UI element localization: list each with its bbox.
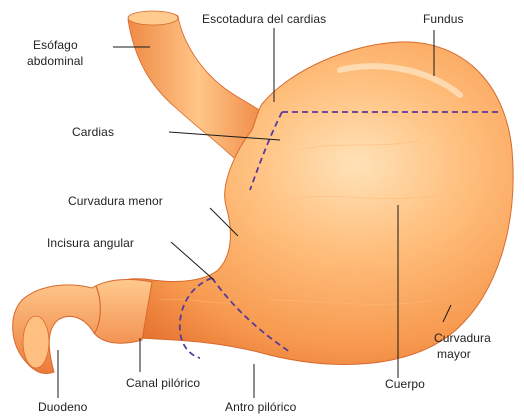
label-curvadura-mayor-2: mayor <box>437 347 471 361</box>
label-cardias: Cardias <box>72 125 114 139</box>
duodenum-opening <box>23 316 49 368</box>
label-esofago-1: Esófago <box>33 38 78 52</box>
label-duodeno: Duodeno <box>38 400 88 414</box>
label-canal-pilorico: Canal pilórico <box>126 376 200 390</box>
label-fundus: Fundus <box>423 12 464 26</box>
label-esofago-2: abdominal <box>27 54 83 68</box>
label-escotadura: Escotadura del cardias <box>202 12 326 26</box>
label-cuerpo: Cuerpo <box>385 377 425 391</box>
label-incisura: Incisura angular <box>47 236 134 250</box>
esophagus-opening <box>128 11 178 25</box>
label-curvadura-menor: Curvadura menor <box>68 194 163 208</box>
label-curvadura-mayor-1: Curvadura <box>434 331 491 345</box>
label-antro-pilorico: Antro pilórico <box>225 400 297 414</box>
